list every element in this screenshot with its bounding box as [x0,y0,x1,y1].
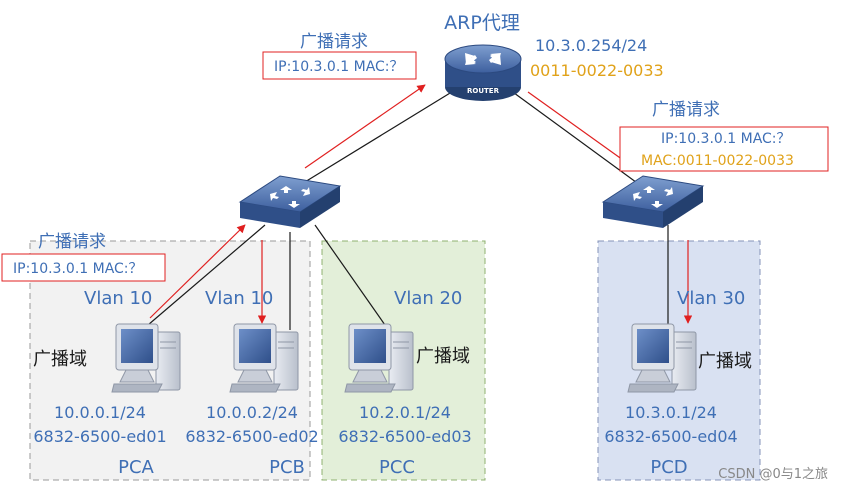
host-name: PCA [118,457,154,478]
host-name: PCD [650,457,687,478]
callout-heading: 广播请求 [300,32,368,52]
pc-icon [229,323,299,393]
router-mac: 0011-0022-0033 [530,61,664,80]
host-mac: 6832-6500-ed03 [338,427,471,446]
arrow-switch-to-router [304,84,426,169]
arrow-router-to-switch [527,91,631,166]
broadcast-domain-label: 广播域 [416,346,470,367]
callout-box [262,51,417,80]
callout-heading: 广播请求 [652,100,720,120]
vlan-label: Vlan 10 [84,288,152,309]
router-icon: ROUTER [444,44,522,101]
broadcast-domain-label: 广播域 [698,351,752,372]
watermark: CSDN @0与1之旅 [718,467,828,482]
router-ip: 10.3.0.254/24 [535,36,647,55]
router-title: ARP代理 [444,12,520,34]
callout-text: IP:10.3.0.1 MAC:？ [13,261,143,277]
host-mac: 6832-6500-ed04 [604,427,737,446]
callout-text: IP:10.3.0.1 MAC:？ [661,131,791,147]
callout-box [1,253,166,282]
callout-text: IP:10.3.0.1 MAC:？ [274,59,404,75]
host-ip: 10.3.0.1/24 [625,403,717,422]
vlan-label: Vlan 20 [394,288,462,309]
vlan-label: Vlan 10 [205,288,273,309]
host-ip: 10.0.0.1/24 [54,403,146,422]
host-mac: 6832-6500-ed01 [33,427,166,446]
callout-heading: 广播请求 [38,232,106,252]
network-links [147,89,669,330]
broadcast-arrows [149,84,693,324]
callout-mac: MAC:0011-0022-0033 [641,153,794,169]
host-name: PCC [379,457,415,478]
callout-box [619,126,829,172]
host-name: PCB [269,457,305,478]
host-ip: 10.0.0.2/24 [206,403,298,422]
pc-icon [344,323,414,393]
router-label: ROUTER [467,87,500,95]
host-ip: 10.2.0.1/24 [359,403,451,422]
pc-icon [627,323,697,393]
arrow-pca-to-switch [149,224,246,319]
pc-icon [111,323,181,393]
broadcast-domain-label: 广播域 [33,349,87,370]
switch-icon [602,175,704,229]
host-mac: 6832-6500-ed02 [185,427,318,446]
switch-icon [239,175,341,229]
vlan-label: Vlan 30 [677,288,745,309]
